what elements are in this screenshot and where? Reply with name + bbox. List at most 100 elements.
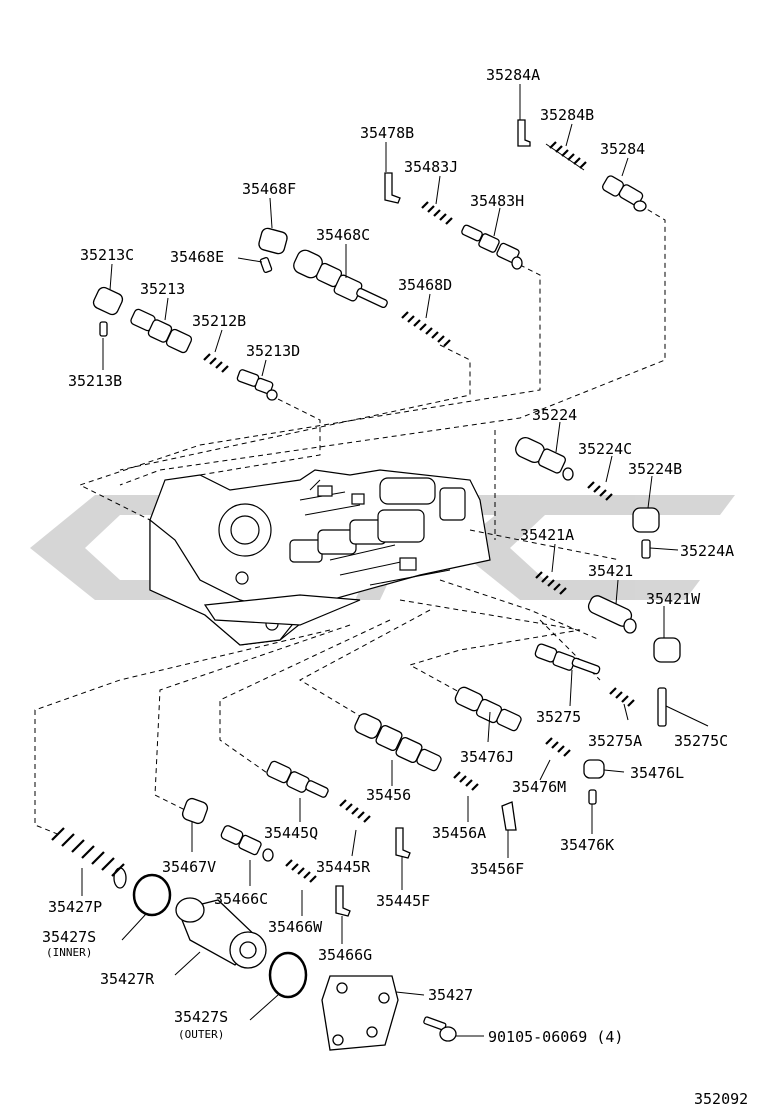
part-35466W-spring: [285, 859, 317, 883]
part-35275-valve: [534, 643, 601, 675]
label-35427: 35427: [428, 986, 473, 1004]
part-35456F-clip: [501, 801, 517, 831]
parts-right: [454, 437, 681, 805]
part-35421A-spring: [535, 571, 567, 595]
part-35427S-inner-ring: [132, 873, 172, 917]
label-35427S-outer: 35427S: [174, 1008, 228, 1026]
label-35213C: 35213C: [80, 246, 134, 264]
label-35466G: 35466G: [318, 946, 372, 964]
label-35476L: 35476L: [630, 764, 684, 782]
part-35212B-spring: [203, 353, 229, 373]
leader-lines: [81, 84, 709, 1037]
part-35456-valve: [354, 713, 442, 772]
label-35466W: 35466W: [268, 918, 323, 936]
part-35284B-spring: [545, 141, 587, 171]
part-35466G-clip: [335, 885, 351, 917]
part-35421W-plug: [653, 637, 681, 663]
part-90105-bolt: [423, 1016, 457, 1042]
label-90105: 90105-06069 (4): [488, 1028, 623, 1046]
part-35427P-spring: [51, 827, 127, 889]
part-35445Q-valve: [266, 760, 329, 798]
label-35476M: 35476M: [512, 778, 566, 796]
parts-top: [92, 119, 647, 401]
label-35224A: 35224A: [680, 542, 734, 560]
label-outer-note: (OUTER): [178, 1028, 224, 1041]
label-35284A: 35284A: [486, 66, 540, 84]
label-35212B: 35212B: [192, 312, 246, 330]
part-35213C-plug: [92, 286, 124, 316]
label-35224C: 35224C: [578, 440, 632, 458]
part-35284A-clip: [517, 119, 531, 147]
label-35476J: 35476J: [460, 748, 514, 766]
label-35213D: 35213D: [246, 342, 300, 360]
part-35468E-pin: [259, 256, 273, 274]
part-35275C-pin: [657, 687, 667, 727]
label-35213B: 35213B: [68, 372, 122, 390]
label-35476K: 35476K: [560, 836, 614, 854]
part-35445F-clip: [395, 827, 411, 859]
part-35468C-valve: [293, 249, 388, 309]
label-35467V: 35467V: [162, 858, 216, 876]
part-35467V-plug: [181, 797, 209, 825]
label-35224: 35224: [532, 406, 577, 424]
part-35483J-spring: [421, 201, 453, 225]
label-35466C: 35466C: [214, 890, 268, 908]
label-35468D: 35468D: [398, 276, 452, 294]
part-35224C-spring: [587, 481, 613, 501]
label-35483H: 35483H: [470, 192, 524, 210]
part-35224B-plug: [632, 507, 660, 533]
label-35224B: 35224B: [628, 460, 682, 478]
label-35284: 35284: [600, 140, 645, 158]
label-35468E: 35468E: [170, 248, 224, 266]
label-35456A: 35456A: [432, 824, 486, 842]
label-35445R: 35445R: [316, 858, 371, 876]
label-35445Q: 35445Q: [264, 824, 318, 842]
part-35445R-spring: [339, 799, 371, 823]
part-35468F-plug: [258, 227, 288, 255]
label-35275: 35275: [536, 708, 581, 726]
label-35284B: 35284B: [540, 106, 594, 124]
part-35483H-valve: [461, 224, 523, 270]
label-35445F: 35445F: [376, 892, 430, 910]
label-35478B: 35478B: [360, 124, 414, 142]
label-35421: 35421: [588, 562, 633, 580]
drawing-number: 352092: [694, 1090, 748, 1108]
label-35213: 35213: [140, 280, 185, 298]
part-35476K-pin: [588, 789, 597, 805]
parts-lower: [51, 713, 517, 1051]
part-35427-cover: [321, 975, 399, 1051]
label-35468F: 35468F: [242, 180, 296, 198]
label-35427R: 35427R: [100, 970, 155, 988]
label-35483J: 35483J: [404, 158, 458, 176]
part-35478B-clip: [384, 172, 401, 204]
label-35427P: 35427P: [48, 898, 102, 916]
label-inner-note: (INNER): [46, 946, 92, 959]
part-35284-valve: [602, 175, 647, 212]
label-35275A: 35275A: [588, 732, 642, 750]
label-35456: 35456: [366, 786, 411, 804]
label-35456F: 35456F: [470, 860, 524, 878]
part-35427S-outer-ring: [268, 951, 308, 999]
label-35427S-inner: 35427S: [42, 928, 96, 946]
part-35427R-accumulator: [175, 897, 267, 969]
label-35421W: 35421W: [646, 590, 701, 608]
part-35421-valve: [587, 595, 637, 634]
part-35476J-valve: [454, 686, 522, 732]
part-35224-valve: [515, 437, 574, 481]
label-35275C: 35275C: [674, 732, 728, 750]
part-35468D-spring: [401, 311, 451, 347]
part-35476M-spring: [545, 737, 571, 757]
part-35466C-valve: [220, 825, 274, 862]
label-35468C: 35468C: [316, 226, 370, 244]
valve-body: [149, 469, 491, 646]
part-35213-valve: [130, 308, 193, 354]
part-35213D-valve: [236, 369, 278, 401]
part-35476L-plug: [583, 759, 605, 779]
part-35456A-spring: [453, 771, 479, 791]
part-35224A-pin: [641, 539, 651, 559]
part-35275A-spring: [609, 687, 635, 707]
part-labels: 35284A 35284B 35284 35478B 35483J 35483H…: [42, 66, 748, 1108]
part-35213B-pin: [99, 321, 108, 337]
label-35421A: 35421A: [520, 526, 574, 544]
